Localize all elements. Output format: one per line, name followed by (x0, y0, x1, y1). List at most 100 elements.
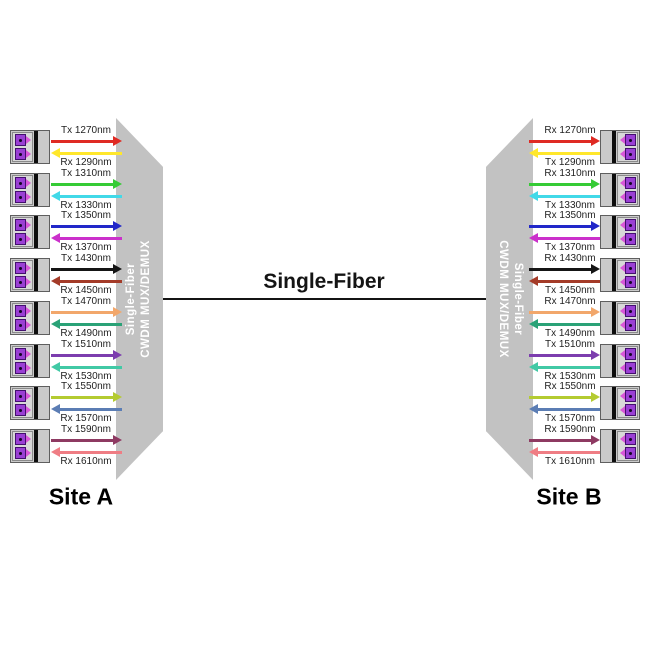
tx-arrow-a-ch4 (51, 264, 122, 274)
transceiver-site-a-4 (10, 258, 50, 292)
arrow-shaft (537, 280, 600, 283)
connector-plug-icon (25, 150, 31, 158)
arrow-shaft (51, 311, 114, 314)
connector-fiber-dot-icon (18, 223, 22, 227)
arrow-shaft (529, 396, 592, 399)
tx-arrow-a-ch7 (51, 392, 122, 402)
connector-port (619, 134, 636, 146)
transceiver-site-a-8 (10, 429, 50, 463)
lc-duplex-connector (12, 217, 33, 247)
arrow-shaft (51, 396, 114, 399)
connector-ferrule-icon (14, 305, 26, 317)
connector-ferrule-icon (624, 191, 636, 203)
connector-plug-icon (619, 221, 625, 229)
arrowhead-icon (51, 362, 60, 372)
rx-arrow-a-ch1 (51, 148, 122, 158)
tx-arrow-a-ch8 (51, 435, 122, 445)
connector-ferrule-icon (624, 134, 636, 146)
transceiver-site-b-4 (600, 258, 640, 292)
rx-arrow-a-ch7 (51, 404, 122, 414)
wavelength-label: Rx 1290nm (60, 157, 112, 168)
arrow-shaft (51, 140, 114, 143)
arrowhead-icon (591, 179, 600, 189)
connector-fiber-dot-icon (18, 266, 22, 270)
connector-ferrule-icon (14, 262, 26, 274)
transceiver-faceplate (612, 302, 616, 334)
connector-fiber-dot-icon (18, 437, 22, 441)
connector-plug-icon (619, 179, 625, 187)
mux-label-line1: Single-Fiber (512, 262, 524, 336)
rx-arrow-b-ch5 (529, 307, 600, 317)
lc-duplex-connector (617, 217, 638, 247)
connector-fiber-dot-icon (628, 181, 632, 185)
transceiver-site-a-3 (10, 215, 50, 249)
connector-ferrule-icon (14, 319, 26, 331)
connector-port (14, 134, 31, 146)
wavelength-label: Tx 1350nm (60, 210, 112, 221)
connector-ferrule-icon (14, 219, 26, 231)
connector-fiber-dot-icon (628, 451, 632, 455)
wavelength-label: Rx 1270nm (544, 125, 596, 136)
arrowhead-icon (591, 435, 600, 445)
transceiver-faceplate (34, 345, 38, 377)
tx-arrow-b-ch8 (529, 447, 600, 457)
connector-ferrule-icon (624, 319, 636, 331)
connector-plug-icon (25, 136, 31, 144)
connector-plug-icon (25, 221, 31, 229)
tx-arrow-b-ch7 (529, 404, 600, 414)
connector-plug-icon (25, 278, 31, 286)
connector-fiber-dot-icon (628, 266, 632, 270)
arrow-shaft (59, 280, 122, 283)
transceiver-site-b-5 (600, 301, 640, 335)
connector-plug-icon (619, 193, 625, 201)
connector-ferrule-icon (14, 134, 26, 146)
transceiver-faceplate (34, 174, 38, 206)
connector-fiber-dot-icon (18, 394, 22, 398)
tx-arrow-b-ch1 (529, 148, 600, 158)
arrow-shaft (51, 225, 114, 228)
wavelength-label: Rx 1430nm (544, 253, 596, 264)
rx-arrow-a-ch6 (51, 362, 122, 372)
connector-port (14, 390, 31, 402)
connector-port (619, 404, 636, 416)
lc-duplex-connector (12, 346, 33, 376)
connector-fiber-dot-icon (628, 237, 632, 241)
tx-arrow-b-ch2 (529, 191, 600, 201)
connector-ferrule-icon (14, 191, 26, 203)
connector-plug-icon (25, 321, 31, 329)
connector-port (619, 276, 636, 288)
lc-duplex-connector (12, 175, 33, 205)
wavelength-label: Rx 1550nm (544, 381, 596, 392)
lc-duplex-connector (12, 388, 33, 418)
rx-arrow-a-ch4 (51, 276, 122, 286)
arrowhead-icon (113, 392, 122, 402)
lc-duplex-connector (617, 303, 638, 333)
arrowhead-icon (113, 307, 122, 317)
transceiver-site-a-6 (10, 344, 50, 378)
rx-arrow-b-ch2 (529, 179, 600, 189)
wavelength-label: Tx 1330nm (544, 200, 596, 211)
connector-plug-icon (619, 264, 625, 272)
wavelength-label: Rx 1490nm (60, 328, 112, 339)
connector-plug-icon (619, 307, 625, 315)
connector-ferrule-icon (624, 305, 636, 317)
connector-fiber-dot-icon (628, 280, 632, 284)
connector-ferrule-icon (624, 433, 636, 445)
connector-ferrule-icon (624, 219, 636, 231)
connector-ferrule-icon (14, 447, 26, 459)
arrowhead-icon (113, 264, 122, 274)
connector-port (619, 447, 636, 459)
tx-arrow-b-ch3 (529, 233, 600, 243)
arrowhead-icon (529, 404, 538, 414)
connector-plug-icon (25, 364, 31, 372)
wavelength-label: Tx 1310nm (60, 168, 112, 179)
wavelength-label: Rx 1450nm (60, 285, 112, 296)
connector-port (14, 319, 31, 331)
connector-ferrule-icon (624, 177, 636, 189)
tx-arrow-b-ch5 (529, 319, 600, 329)
connector-port (14, 348, 31, 360)
mux-label-site-b: Single-Fiber CWDM MUX/DEMUX (495, 129, 525, 469)
connector-port (14, 191, 31, 203)
transceiver-faceplate (34, 302, 38, 334)
